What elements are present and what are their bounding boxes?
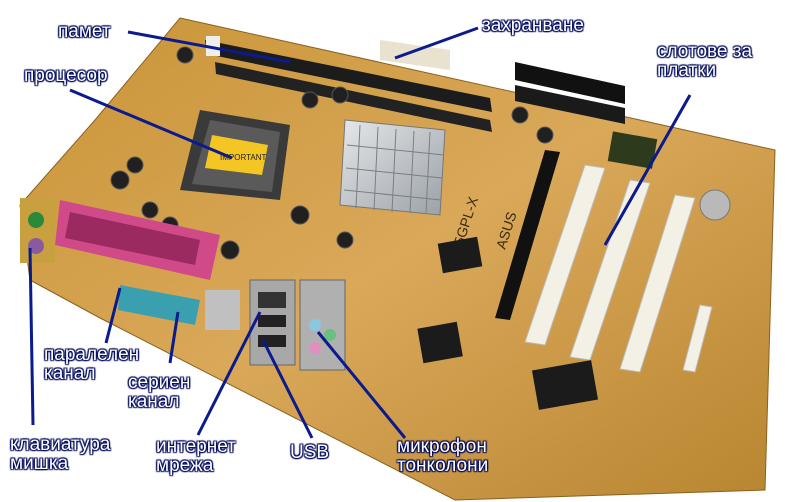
- label-cpu: процесор: [24, 66, 108, 85]
- chip-3: [607, 131, 658, 169]
- line-storage: [394, 26, 479, 60]
- label-keyboard-line-2: мишка: [10, 453, 69, 474]
- label-storage-text: захранване: [482, 15, 584, 36]
- label-audio: микрофон тонколони: [397, 437, 488, 475]
- cpu-socket: IMPORTANT: [180, 110, 290, 200]
- label-memory: памет: [58, 22, 111, 41]
- pci-slots: [524, 164, 713, 373]
- label-serial-line-2: канал: [128, 391, 180, 412]
- northbridge-heatsink: [339, 119, 446, 216]
- label-parallel-line-1: паралелен: [44, 344, 140, 365]
- line-memory: [127, 30, 291, 64]
- line-slots: [603, 94, 692, 246]
- label-network: интернет мрежа: [156, 437, 236, 475]
- label-usb-text: USB: [290, 442, 330, 463]
- label-storage: захранване: [482, 16, 584, 35]
- label-keyboard-line-1: клавиатура: [10, 434, 111, 455]
- label-network-line-2: мрежа: [156, 455, 214, 476]
- label-audio-line-2: тонколони: [397, 455, 489, 476]
- line-parallel: [104, 287, 122, 344]
- chip-2: [531, 360, 599, 410]
- label-serial-line-1: сериен: [128, 372, 191, 393]
- label-network-line-1: интернет: [156, 436, 236, 457]
- pcie-slot: [495, 150, 560, 320]
- line-audio: [316, 331, 407, 439]
- cpu-sticker-text: IMPORTANT: [220, 153, 266, 162]
- label-slots-line-1: слотове за: [657, 41, 753, 62]
- line-cpu: [69, 88, 233, 160]
- storage-connectors: [380, 40, 625, 124]
- label-audio-line-1: микрофон: [397, 436, 487, 457]
- label-parallel-line-2: канал: [44, 363, 96, 384]
- memory-slots: [205, 36, 492, 132]
- chip-4: [437, 236, 483, 274]
- label-slots-line-2: платки: [657, 60, 717, 81]
- label-slots: слотове за платки: [657, 42, 752, 80]
- label-cpu-text: процесор: [24, 65, 108, 86]
- label-serial: сериен канал: [128, 373, 190, 411]
- callout-lines: [28, 26, 692, 439]
- cmos-battery: [699, 189, 731, 221]
- label-memory-text: памет: [58, 21, 111, 42]
- label-parallel: паралелен канал: [44, 345, 139, 383]
- line-keyboard: [28, 247, 35, 426]
- chip-1: [417, 321, 463, 364]
- line-serial: [168, 311, 180, 364]
- line-usb: [261, 339, 314, 439]
- label-usb: USB: [290, 443, 329, 462]
- label-keyboard: клавиатура мишка: [10, 435, 110, 473]
- line-network: [196, 311, 262, 436]
- io-panel: [20, 198, 346, 371]
